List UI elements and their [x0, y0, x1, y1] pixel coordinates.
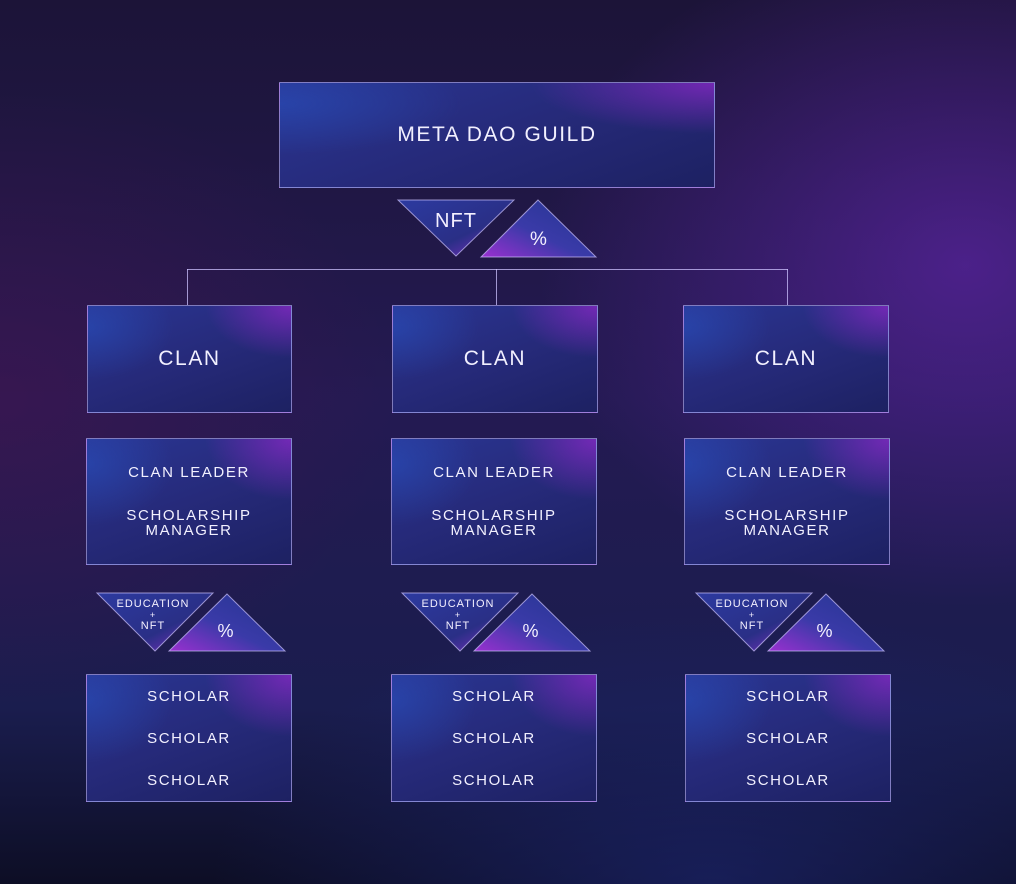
nft-label: NFT [740, 620, 764, 632]
clan-name: CLAN [158, 347, 221, 370]
scholars-box: SCHOLAR SCHOLAR SCHOLAR [86, 674, 292, 802]
clan-name: CLAN [754, 347, 818, 370]
clan-leader-label: CLAN LEADER [726, 464, 848, 481]
clan-name: CLAN [463, 347, 527, 370]
scholar-label: SCHOLAR [147, 729, 231, 747]
plus-label: + [455, 610, 461, 620]
scholarship-manager-label: SCHOLARSHIP MANAGER [724, 507, 850, 539]
clan-education-triangle: EDUCATION + NFT [400, 592, 520, 652]
clan-roles-box: CLAN LEADER SCHOLARSHIP MANAGER [391, 438, 597, 565]
clan-percent-label: % [217, 621, 234, 641]
education-label: EDUCATION [422, 598, 495, 610]
clan-box: CLAN [392, 305, 598, 413]
clan-percent-triangle: % [472, 593, 592, 652]
nft-label: NFT [141, 620, 165, 632]
connector-horizontal [187, 269, 788, 270]
clan-education-triangle: EDUCATION + NFT [694, 592, 814, 652]
top-nft-triangle: NFT [396, 199, 516, 257]
clan-roles-box: CLAN LEADER SCHOLARSHIP MANAGER [86, 438, 292, 565]
guild-box: META DAO GUILD [279, 82, 715, 188]
scholar-label: SCHOLAR [746, 687, 830, 705]
education-label: EDUCATION [117, 598, 190, 610]
plus-label: + [749, 610, 755, 620]
top-percent-label: % [530, 229, 548, 250]
scholars-box: SCHOLAR SCHOLAR SCHOLAR [685, 674, 891, 802]
scholar-label: SCHOLAR [452, 771, 536, 789]
clan-box: CLAN [87, 305, 292, 413]
clan-leader-label: CLAN LEADER [433, 464, 555, 481]
clan-percent-triangle: % [766, 593, 886, 652]
clan-percent-label: % [816, 621, 833, 641]
clan-roles-box: CLAN LEADER SCHOLARSHIP MANAGER [684, 438, 890, 565]
nft-label: NFT [446, 620, 470, 632]
connector-left [187, 269, 188, 305]
connector-center [496, 269, 497, 305]
top-nft-label: NFT [435, 210, 477, 232]
clan-education-triangle: EDUCATION + NFT [95, 592, 215, 652]
scholar-label: SCHOLAR [452, 729, 536, 747]
connector-right [787, 269, 788, 305]
scholar-label: SCHOLAR [746, 771, 830, 789]
clan-leader-label: CLAN LEADER [128, 464, 250, 481]
top-percent-triangle: % [479, 199, 598, 258]
guild-title: META DAO GUILD [397, 123, 597, 146]
scholarship-manager-label: SCHOLARSHIP MANAGER [126, 507, 252, 539]
clan-box: CLAN [683, 305, 889, 413]
scholar-label: SCHOLAR [452, 687, 536, 705]
scholars-box: SCHOLAR SCHOLAR SCHOLAR [391, 674, 597, 802]
scholar-label: SCHOLAR [147, 687, 231, 705]
scholar-label: SCHOLAR [746, 729, 830, 747]
clan-percent-triangle: % [167, 593, 287, 652]
education-label: EDUCATION [716, 598, 789, 610]
clan-percent-label: % [522, 621, 539, 641]
plus-label: + [150, 610, 156, 620]
scholarship-manager-label: SCHOLARSHIP MANAGER [431, 507, 557, 539]
scholar-label: SCHOLAR [147, 771, 231, 789]
